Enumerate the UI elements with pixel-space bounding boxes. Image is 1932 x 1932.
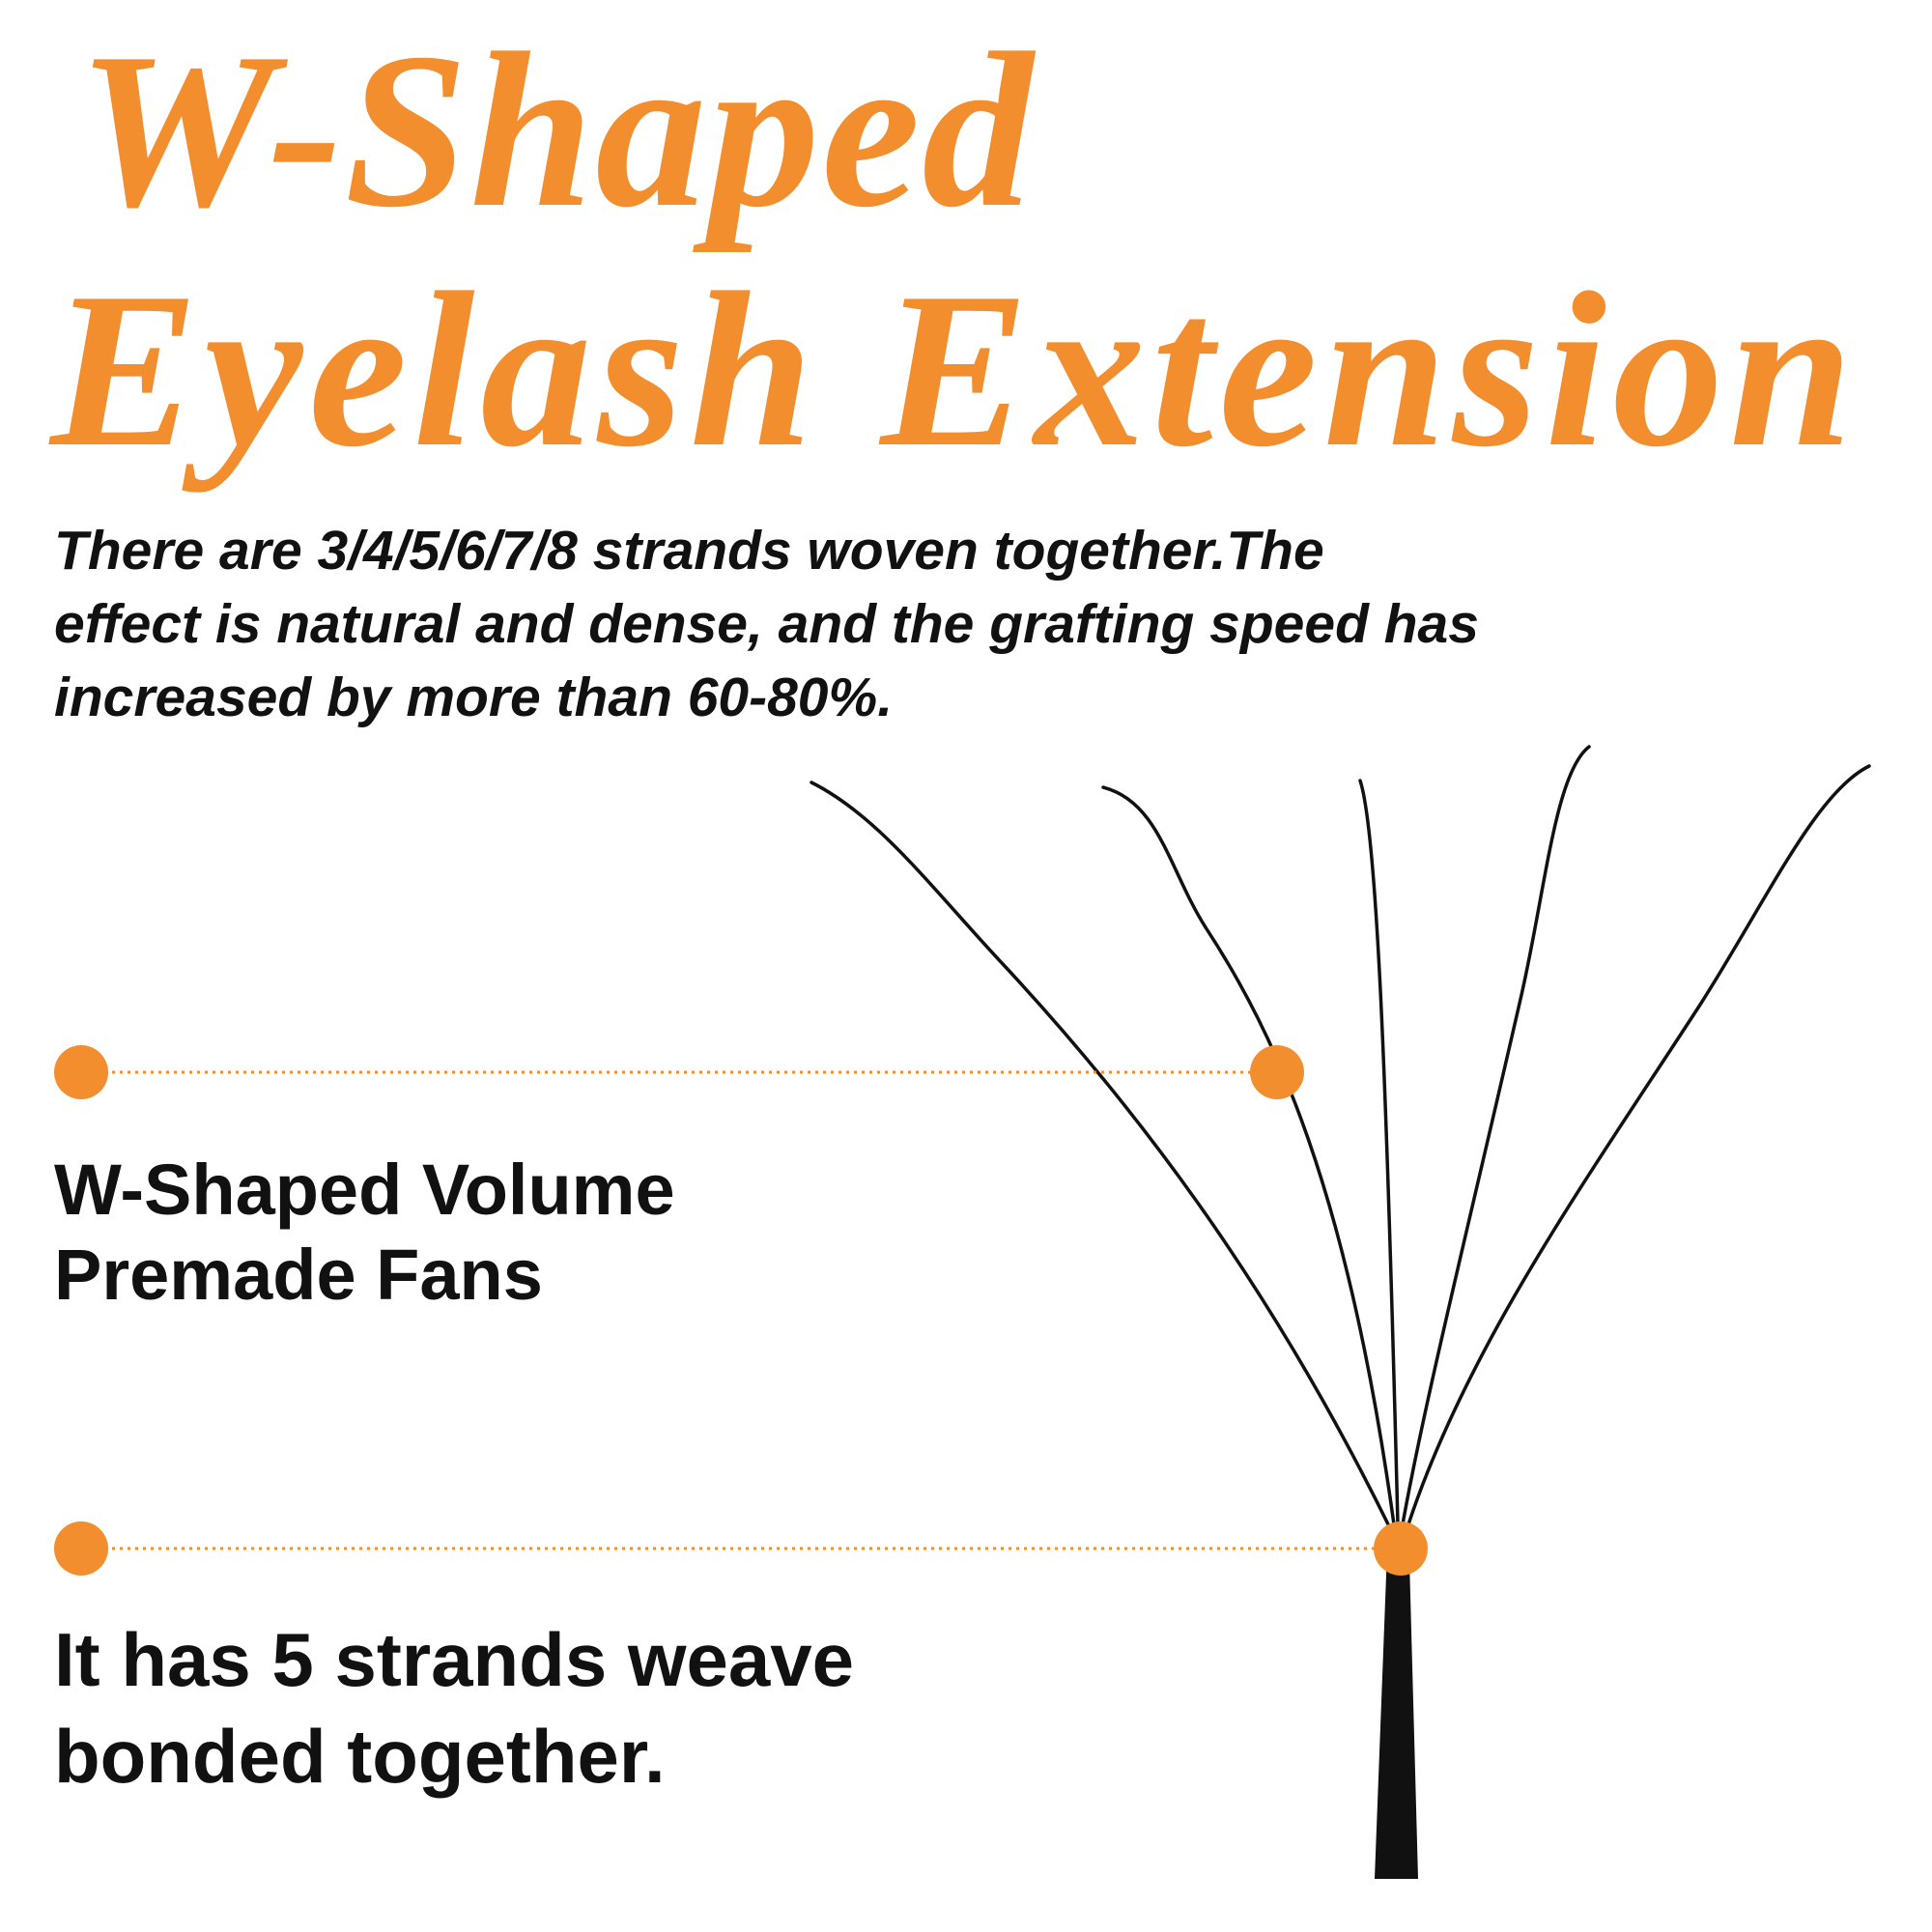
callout-label-line: W-Shaped Volume <box>54 1150 675 1230</box>
lash-strand <box>810 781 1390 1526</box>
title-line-1: W-Shaped <box>77 7 1036 253</box>
end-dot <box>1374 1521 1428 1576</box>
lash-strand <box>1406 764 1871 1526</box>
callout-label-line: bonded together. <box>54 1714 666 1799</box>
end-dot <box>1250 1045 1304 1099</box>
description-line: There are 3/4/5/6/7/8 strands woven toge… <box>54 520 1324 582</box>
description-text: There are 3/4/5/6/7/8 strands woven toge… <box>54 514 1658 734</box>
callout-connector-1 <box>54 1045 1304 1099</box>
lash-strands <box>810 745 1871 1879</box>
callout-label-line: It has 5 strands weave <box>54 1617 855 1702</box>
lash-base <box>1375 1524 1418 1879</box>
lash-strand <box>1101 785 1396 1526</box>
lash-strand <box>1358 779 1400 1526</box>
start-dot <box>54 1045 108 1099</box>
lash-strand <box>1401 745 1591 1526</box>
title-line-2: Eyelash Extension <box>50 246 1860 493</box>
callout-label-strands: It has 5 strands weave bonded together. <box>54 1611 854 1804</box>
description-line: increased by more than 60-80%. <box>54 667 894 728</box>
callout-label-volume-fans: W-Shaped Volume Premade Fans <box>54 1148 675 1318</box>
start-dot <box>54 1521 108 1576</box>
callout-connector-2 <box>54 1521 1428 1576</box>
callout-label-line: Premade Fans <box>54 1235 543 1315</box>
description-line: effect is natural and dense, and the gra… <box>54 593 1479 655</box>
